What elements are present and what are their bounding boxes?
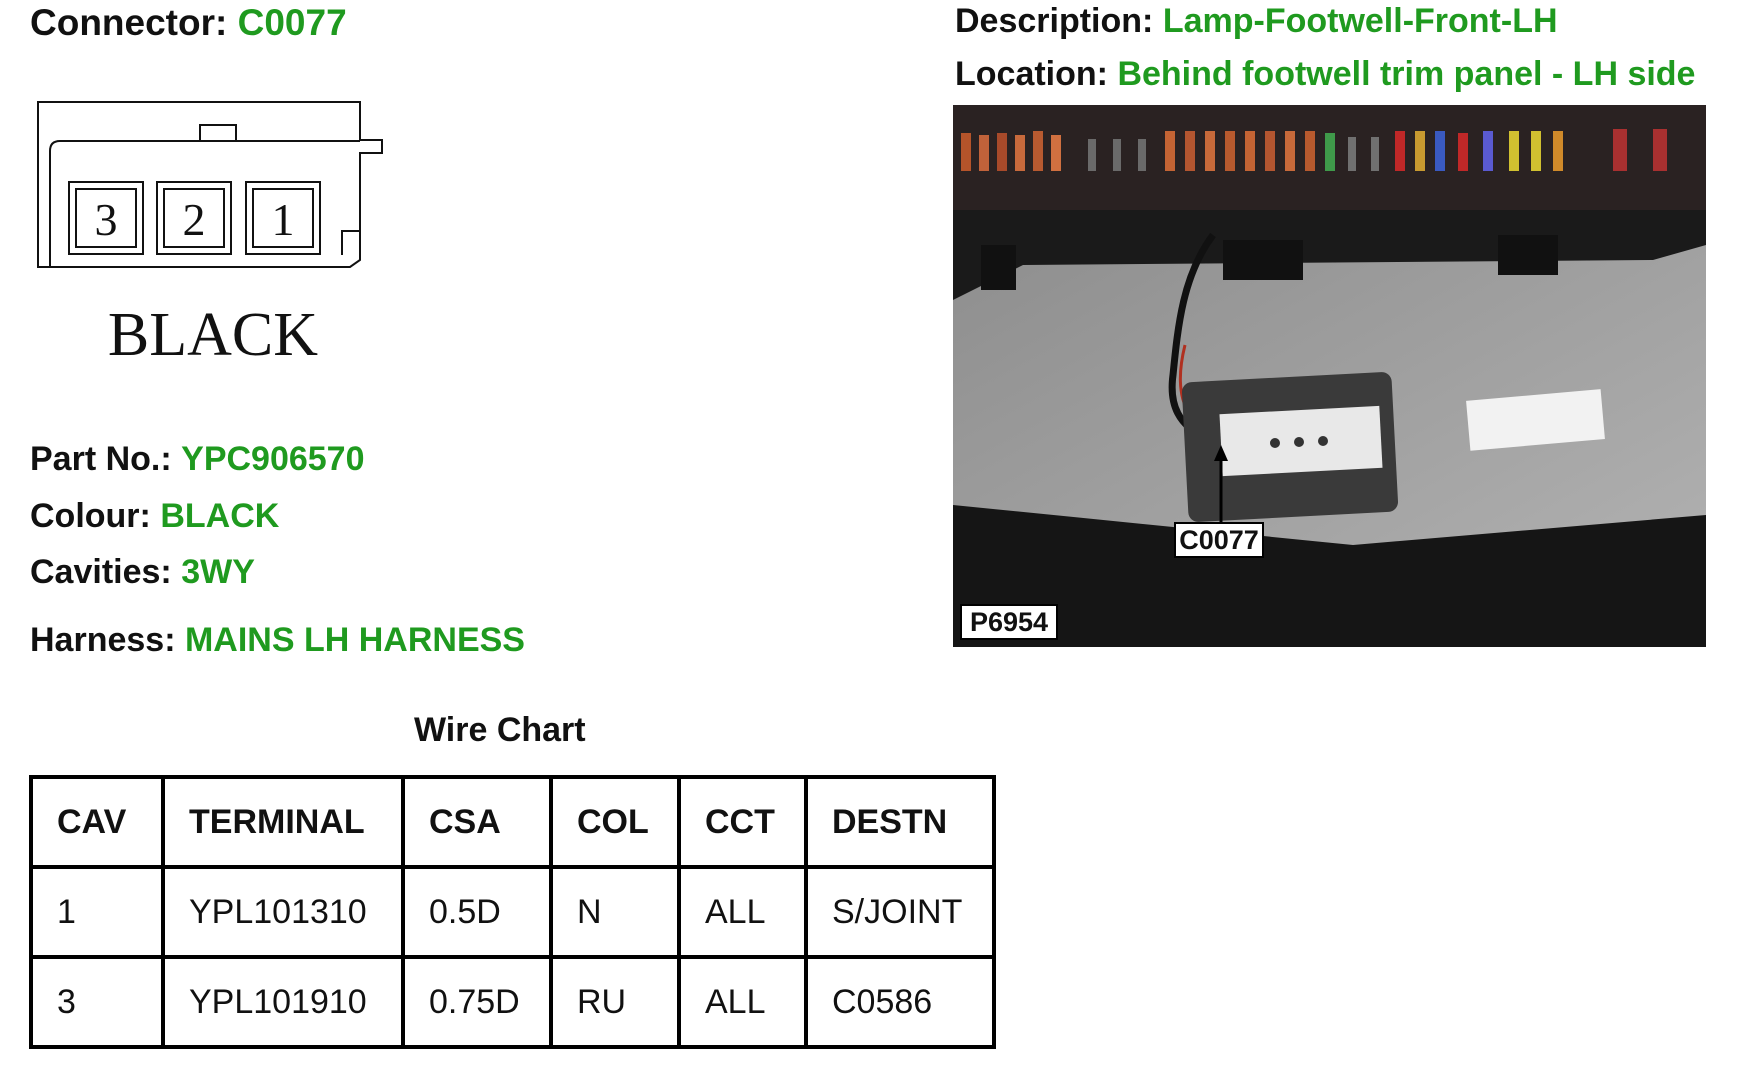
diagram-colour-label: BLACK xyxy=(108,301,318,369)
colour-value: BLACK xyxy=(160,497,280,535)
cell-col: RU xyxy=(549,955,681,1049)
cavities-field: Cavities: 3WY xyxy=(30,553,255,592)
connector-value: C0077 xyxy=(237,2,347,43)
description-value: Lamp-Footwell-Front-LH xyxy=(1162,2,1558,40)
header-cct: CCT xyxy=(677,775,808,869)
colour-field: Colour: BLACK xyxy=(30,497,279,536)
location-value: Behind footwell trim panel - LH side xyxy=(1117,55,1696,93)
cavities-value: 3WY xyxy=(181,553,255,591)
part-no-field: Part No.: YPC906570 xyxy=(30,440,365,479)
photo-ref-code: P6954 xyxy=(970,607,1048,637)
table-row: 3 YPL101910 0.75D RU ALL C0586 xyxy=(29,955,996,1049)
connector-face-diagram: 3 2 1 BLACK xyxy=(37,101,383,369)
cell-cav: 3 xyxy=(29,955,165,1049)
cell-cct: ALL xyxy=(677,955,808,1049)
location-field: Location: Behind footwell trim panel - L… xyxy=(955,55,1695,94)
harness-value: MAINS LH HARNESS xyxy=(184,621,525,659)
fuse-row xyxy=(961,129,1667,171)
description-label: Description: xyxy=(955,2,1154,40)
cell-csa: 0.75D xyxy=(401,955,553,1049)
pin-number-3: 3 xyxy=(95,194,118,245)
header-destn: DESTN xyxy=(804,775,996,869)
harness-label: Harness: xyxy=(30,621,176,659)
pin-number-2: 2 xyxy=(183,194,206,245)
connector-label: Connector: xyxy=(30,2,228,43)
cell-terminal: YPL101310 xyxy=(161,865,405,959)
cell-destn: C0586 xyxy=(804,955,996,1049)
harness-field: Harness: MAINS LH HARNESS xyxy=(30,621,525,660)
cell-col: N xyxy=(549,865,681,959)
location-photo: C0077 P6954 xyxy=(953,105,1706,647)
cell-cav: 1 xyxy=(29,865,165,959)
cavities-label: Cavities: xyxy=(30,553,172,591)
pin-cavity-3: 3 xyxy=(68,181,144,255)
table-header-row: CAV TERMINAL CSA COL CCT DESTN xyxy=(29,775,996,869)
pin-number-1: 1 xyxy=(272,194,295,245)
location-label: Location: xyxy=(955,55,1108,93)
cell-cct: ALL xyxy=(677,865,808,959)
pin-cavity-1: 1 xyxy=(245,181,321,255)
wire-chart-table: CAV TERMINAL CSA COL CCT DESTN 1 YPL1013… xyxy=(29,775,996,1049)
connector-field: Connector: C0077 xyxy=(30,2,347,44)
cell-csa: 0.5D xyxy=(401,865,553,959)
header-terminal: TERMINAL xyxy=(161,775,405,869)
cell-destn: S/JOINT xyxy=(804,865,996,959)
pin-cavity-2: 2 xyxy=(156,181,232,255)
header-col: COL xyxy=(549,775,681,869)
part-no-value: YPC906570 xyxy=(181,440,365,478)
header-csa: CSA xyxy=(401,775,553,869)
photo-callout-label: C0077 xyxy=(1179,525,1259,555)
header-cav: CAV xyxy=(29,775,165,869)
part-no-label: Part No.: xyxy=(30,440,172,478)
cell-terminal: YPL101910 xyxy=(161,955,405,1049)
wire-chart-title: Wire Chart xyxy=(414,711,586,749)
table-row: 1 YPL101310 0.5D N ALL S/JOINT xyxy=(29,865,996,959)
colour-label: Colour: xyxy=(30,497,151,535)
description-field: Description: Lamp-Footwell-Front-LH xyxy=(955,2,1558,41)
